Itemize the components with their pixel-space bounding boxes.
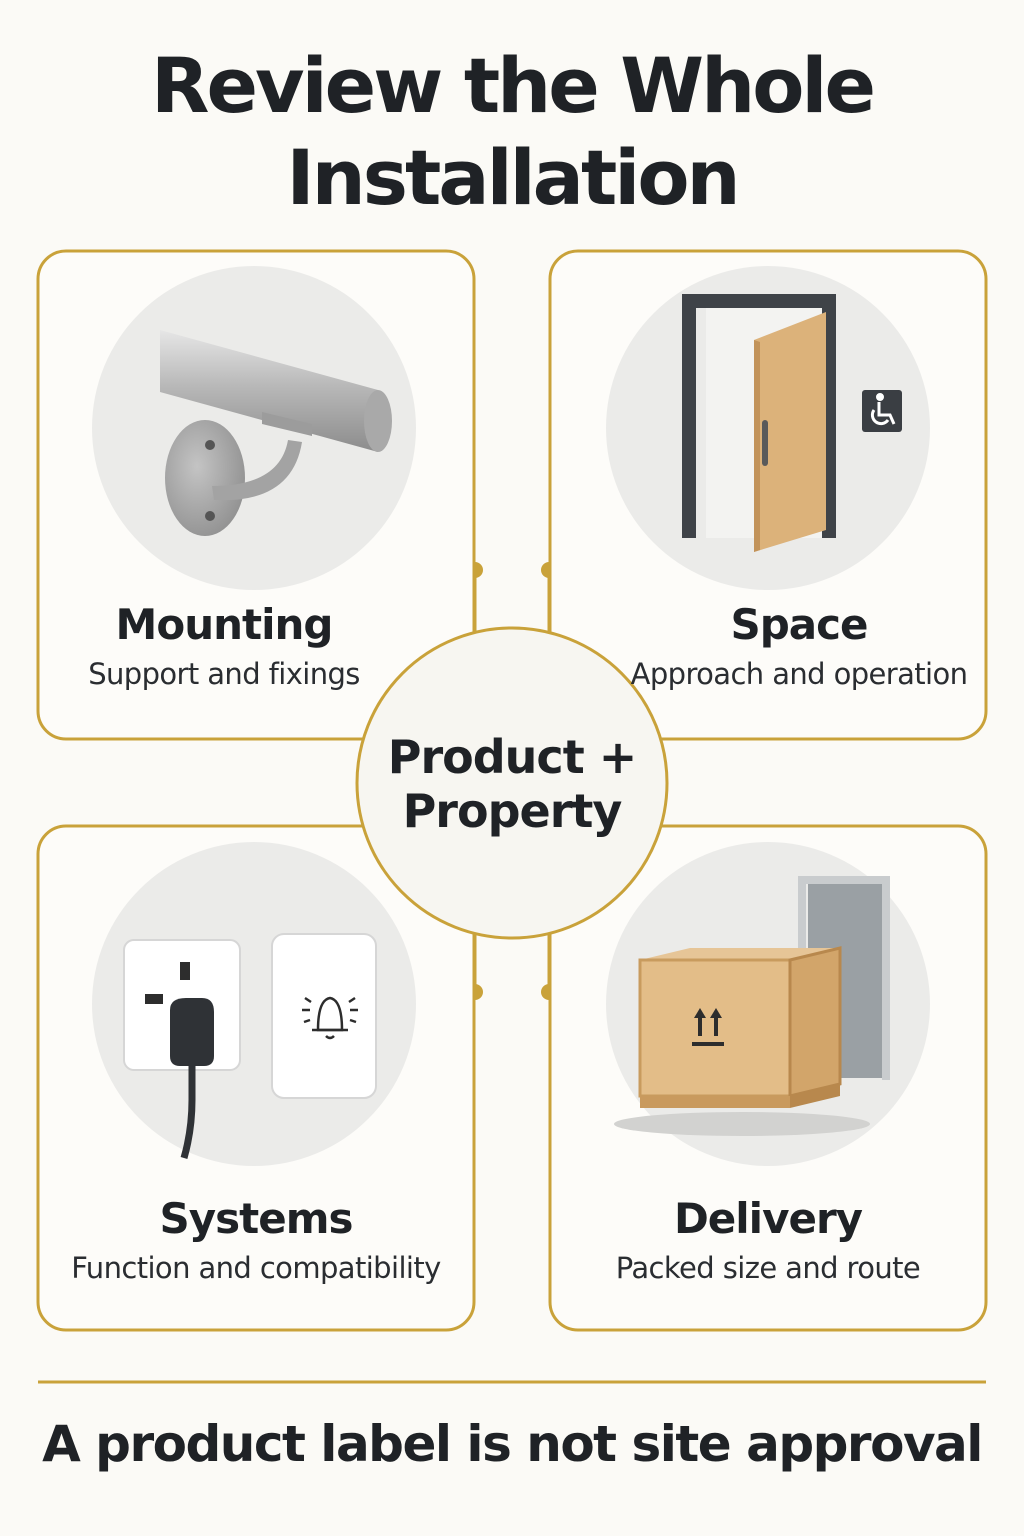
card-space-text: Space Approach and operation (612, 600, 986, 694)
page-title: Review the Whole Installation (0, 40, 1024, 224)
accessible-door-icon (606, 266, 930, 590)
wheelchair-icon (870, 393, 896, 426)
card-mounting-subtitle: Support and fixings (88, 657, 360, 691)
card-space-title: Space (730, 600, 868, 649)
page-title-line-2: Installation (286, 133, 740, 222)
card-mounting-text: Mounting Support and fixings (38, 600, 410, 694)
hub-circle (355, 626, 669, 940)
shipping-crate-icon (606, 842, 930, 1166)
this-side-up-icon (692, 1008, 724, 1046)
card-mounting-title: Mounting (115, 600, 334, 649)
page-title-line-1: Review the Whole (150, 41, 876, 130)
card-delivery-title: Delivery (673, 1194, 863, 1243)
card-delivery-text: Delivery Packed size and route (550, 1194, 986, 1288)
hub-label: Product + Property (360, 730, 664, 838)
card-space-subtitle: Approach and operation (630, 657, 968, 691)
bell-icon (302, 996, 358, 1040)
hub-label-line-1: Product + (387, 730, 638, 784)
hub-label-line-2: Property (402, 784, 623, 838)
handrail-bracket-icon (92, 266, 416, 590)
plug-and-doorbell-icon (92, 842, 416, 1166)
card-systems-text: Systems Function and compatibility (38, 1194, 474, 1288)
footer-message: A product label is not site approval (42, 1415, 983, 1473)
card-systems-subtitle: Function and compatibility (71, 1251, 441, 1285)
card-systems-title: Systems (159, 1194, 354, 1243)
card-delivery-subtitle: Packed size and route (615, 1251, 921, 1285)
